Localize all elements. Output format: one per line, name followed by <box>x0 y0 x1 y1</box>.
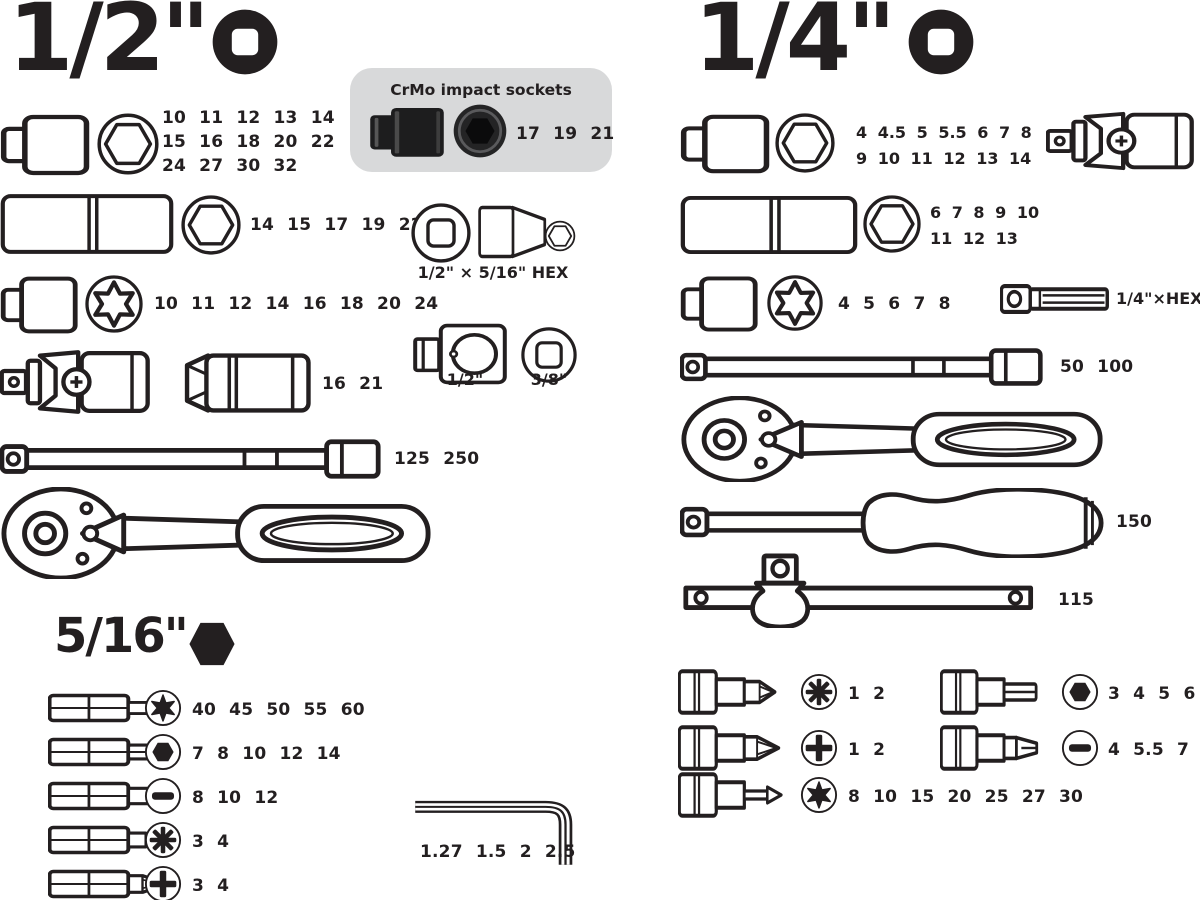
hex-bit-icon <box>144 733 182 771</box>
section-title-quarter-inch: 1/4" <box>694 0 896 93</box>
socket-short-side-icon <box>0 110 92 180</box>
bit-socket-sizes-pozidriv: 1 2 <box>848 684 886 704</box>
hex-socket-front-icon <box>96 112 160 176</box>
quarter-short-hex-sizes: 4 4.5 5 5.5 6 7 8 9 10 11 12 13 14 <box>856 120 1032 172</box>
socket-short-side-icon <box>680 272 760 336</box>
taper-adapter-icon <box>478 204 548 260</box>
hex-badge-icon <box>188 620 236 668</box>
universal-joint-icon <box>0 348 152 416</box>
spinner-handle-icon <box>680 488 1104 558</box>
hex-socket-front-icon <box>180 194 242 256</box>
half-torx-sizes: 10 11 12 14 16 18 20 24 <box>154 294 439 314</box>
extension-bar-icon <box>0 437 382 481</box>
section-title-half-inch: 1/2" <box>8 0 210 93</box>
bit-sizes-slotted: 8 10 12 <box>192 788 279 808</box>
socket-deep-side-icon <box>680 192 858 258</box>
sliding-t-bar-icon <box>682 552 1044 628</box>
pozidriv-bit-socket-icon <box>678 668 796 716</box>
torx-socket-front-icon <box>84 274 144 334</box>
universal-joint-icon <box>1046 110 1196 172</box>
spark-plug-socket-icon <box>180 352 312 414</box>
size-line: 24 27 30 32 <box>162 156 298 176</box>
square-drive-badge-icon <box>908 9 974 75</box>
bit-sizes-torx: 40 45 50 55 60 <box>192 700 365 720</box>
hex-bit-socket-icon <box>940 668 1054 716</box>
size-line: 4 4.5 5 5.5 6 7 8 <box>856 123 1032 142</box>
size-line: 9 10 11 12 13 14 <box>856 149 1032 168</box>
bit-socket-sizes-slotted: 4 5.5 7 <box>1108 740 1190 760</box>
bit-adapter-label: 1/4"×HEX <box>1116 289 1200 308</box>
size-line: 10 11 12 13 14 <box>162 108 335 128</box>
torx-bit-icon <box>144 689 182 727</box>
spark-plug-sizes: 16 21 <box>322 374 384 394</box>
bit-sizes-pozidriv: 3 4 <box>192 832 230 852</box>
extension-bar-icon <box>680 346 1044 388</box>
hex-socket-front-icon <box>774 112 836 174</box>
size-line: 11 12 13 <box>930 229 1018 248</box>
hex-adapter-label: 1/2" × 5/16" HEX <box>417 263 569 282</box>
quarter-deep-hex-sizes: 6 7 8 9 10 11 12 13 <box>930 200 1039 252</box>
impact-sizes: 17 19 21 <box>516 124 615 144</box>
adapter-left-label: 1/2" <box>446 370 484 389</box>
hex-end-front-icon <box>544 220 576 252</box>
quarter-torx-sizes: 4 5 6 7 8 <box>838 294 951 314</box>
bit-sizes-phillips: 3 4 <box>192 876 230 896</box>
hex-socket-front-icon <box>862 194 922 254</box>
torx-bit-icon <box>800 776 838 814</box>
phillips-bit-icon <box>144 865 182 900</box>
torx-socket-front-icon <box>766 274 824 332</box>
slotted-bit-icon <box>1061 729 1099 767</box>
torx-bit-socket-icon <box>678 771 796 819</box>
bit-socket-sizes-phillips: 1 2 <box>848 740 886 760</box>
hex-bit-icon <box>1061 673 1099 711</box>
handle-size: 150 <box>1116 512 1153 532</box>
bit-sizes-hex: 7 8 10 12 14 <box>192 744 341 764</box>
socket-deep-side-icon <box>0 190 174 258</box>
size-line: 15 16 18 20 22 <box>162 132 335 152</box>
bit-socket-sizes-torx: 8 10 15 20 25 27 30 <box>848 787 1084 807</box>
quarter-extension-sizes: 50 100 <box>1060 357 1134 377</box>
impact-panel-title: CrMo impact sockets <box>390 81 572 99</box>
section-title-bits: 5/16" <box>54 608 189 664</box>
pozidriv-bit-icon <box>800 673 838 711</box>
phillips-bit-icon <box>800 729 838 767</box>
hex-key-sizes: 1.27 1.5 2 2.5 <box>420 842 576 862</box>
pozidriv-bit-icon <box>144 821 182 859</box>
impact-socket-hex-icon <box>452 103 508 159</box>
t-bar-size: 115 <box>1058 590 1095 610</box>
adapter-right-label: 3/8" <box>530 370 568 389</box>
slotted-bit-icon <box>144 777 182 815</box>
size-line: 6 7 8 9 10 <box>930 203 1040 222</box>
socket-short-side-icon <box>0 272 80 338</box>
square-drive-front-icon <box>410 202 472 264</box>
impact-socket-side-icon <box>368 104 446 160</box>
square-drive-badge-icon <box>212 9 278 75</box>
bit-socket-sizes-hex: 3 4 5 6 <box>1108 684 1196 704</box>
ratchet-icon <box>0 487 432 579</box>
ratchet-icon <box>680 396 1104 482</box>
half-deep-hex-sizes: 14 15 17 19 22 <box>250 215 423 235</box>
half-short-hex-sizes: 10 11 12 13 14 15 16 18 20 22 24 27 30 3… <box>162 106 335 178</box>
bit-adapter-icon <box>1000 282 1110 316</box>
socket-short-side-icon <box>680 110 772 178</box>
slotted-bit-socket-icon <box>940 724 1054 772</box>
phillips-bit-socket-icon <box>678 724 796 772</box>
half-extension-sizes: 125 250 <box>394 449 480 469</box>
